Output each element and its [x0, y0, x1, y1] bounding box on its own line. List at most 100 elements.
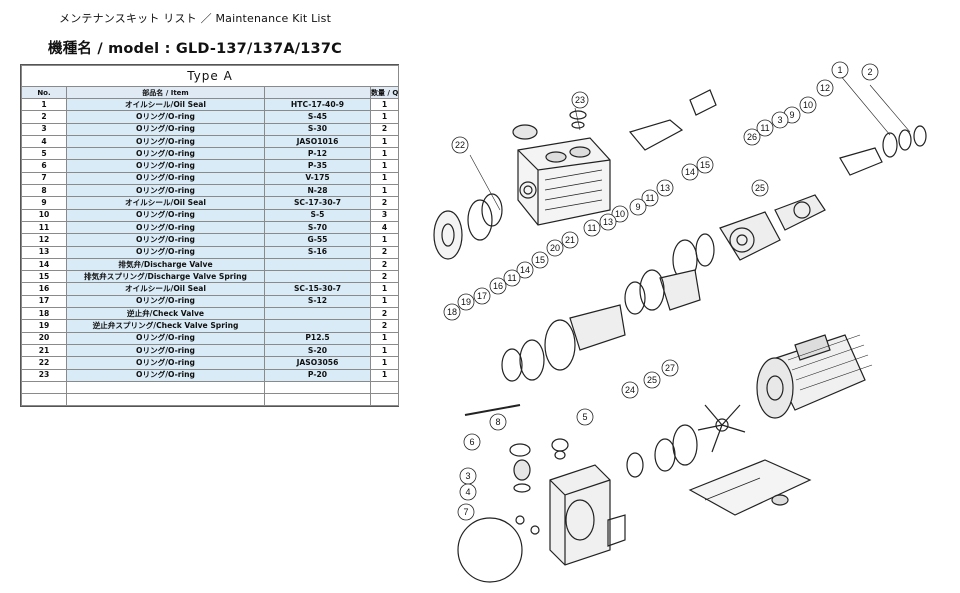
svg-text:13: 13 — [660, 183, 670, 193]
callout-18: 18 — [443, 303, 461, 321]
cell-qty: 2 — [369, 196, 400, 210]
cell-code: SC-15-30-7 — [264, 282, 371, 296]
cell-qty: 2 — [369, 245, 400, 259]
cell-qty: 1 — [369, 331, 400, 345]
cell-code: S-5 — [264, 208, 371, 222]
svg-text:16: 16 — [493, 281, 503, 291]
cell-name: Oリング/O-ring — [66, 171, 265, 186]
callout-12: 12 — [816, 79, 834, 97]
cell-code — [264, 307, 371, 321]
cell-qty: 1 — [369, 110, 400, 124]
svg-text:8: 8 — [495, 417, 500, 427]
callout-15b: 15 — [531, 251, 549, 269]
callout-24: 24 — [621, 381, 639, 399]
cell-qty: 2 — [369, 257, 400, 272]
callout-25b: 25 — [643, 371, 661, 389]
callout-23: 23 — [571, 91, 589, 109]
callout-10b: 10 — [611, 205, 629, 223]
cell-no: 12 — [21, 233, 67, 247]
svg-text:19: 19 — [461, 297, 471, 307]
callout-13: 13 — [656, 179, 674, 197]
cell-qty: 1 — [369, 97, 400, 112]
callout-26: 26 — [743, 128, 761, 146]
cell-name: Oリング/O-ring — [66, 245, 265, 259]
svg-text:10: 10 — [615, 209, 625, 219]
callout-9b: 9 — [629, 198, 647, 216]
cell-qty: 1 — [369, 184, 400, 198]
callout-21: 21 — [561, 231, 579, 249]
svg-text:4: 4 — [465, 487, 470, 497]
callout-7: 7 — [457, 503, 475, 521]
cell-code: SC-17-30-7 — [264, 196, 371, 210]
svg-text:3: 3 — [777, 115, 782, 125]
cell-qty: 4 — [369, 220, 400, 235]
cell-name: オイルシール/Oil Seal — [66, 97, 265, 112]
column-header-no: No. — [21, 86, 67, 99]
svg-text:11: 11 — [760, 123, 769, 133]
cell-no: 18 — [21, 307, 67, 321]
type-label: Type A — [20, 65, 400, 87]
cell-code — [264, 319, 371, 333]
cell-code: V-175 — [264, 171, 371, 186]
cell-qty: 1 — [369, 368, 400, 382]
cell-qty: 2 — [369, 319, 400, 333]
empty-row — [21, 393, 400, 407]
cell-qty: 1 — [369, 134, 400, 149]
cell-no: 21 — [21, 343, 67, 358]
pump-housing-top — [517, 137, 611, 226]
callout-11c: 11 — [583, 219, 601, 237]
model-line: 機種名 / model : GLD-137/137A/137C — [48, 41, 342, 57]
cell-name: Oリング/O-ring — [66, 159, 265, 173]
cell-no: 11 — [21, 220, 67, 235]
svg-text:2: 2 — [867, 67, 872, 77]
cell-no: 20 — [21, 331, 67, 345]
callout-6: 6 — [463, 433, 481, 451]
cell-qty: 2 — [369, 307, 400, 321]
base-plate — [688, 459, 812, 516]
svg-text:21: 21 — [565, 235, 575, 245]
cell-code: S-30 — [264, 122, 371, 136]
cell-qty: 1 — [369, 356, 400, 370]
cell-name: 排気弁/Discharge Valve — [66, 257, 265, 272]
cell-code: S-70 — [264, 220, 371, 235]
svg-text:14: 14 — [520, 265, 530, 275]
cell-no: 9 — [21, 196, 67, 210]
cell-name: Oリング/O-ring — [66, 368, 265, 382]
cell-name: Oリング/O-ring — [66, 184, 265, 198]
maintenance-kit-table: Type A No. 部品名 / Item 数量 / Q'ty 1オイルシール/… — [20, 64, 400, 408]
svg-text:3: 3 — [465, 471, 470, 481]
cell-no: 2 — [21, 110, 67, 124]
svg-text:11: 11 — [645, 193, 654, 203]
cell-code: G-55 — [264, 233, 371, 247]
svg-text:18: 18 — [447, 307, 457, 317]
callout-8: 8 — [489, 413, 507, 431]
cell-name: Oリング/O-ring — [66, 233, 265, 247]
cell-name: 逆止弁/Check Valve — [66, 307, 265, 321]
callout-2: 2 — [861, 63, 879, 81]
callout-11d: 11 — [503, 269, 521, 287]
cell-qty: 1 — [369, 147, 400, 161]
cell-name: Oリング/O-ring — [66, 343, 265, 358]
svg-text:25: 25 — [755, 183, 765, 193]
svg-text:12: 12 — [820, 83, 830, 93]
oil-cap — [512, 124, 538, 140]
callout-25: 25 — [751, 179, 769, 197]
cell-no: 6 — [21, 159, 67, 173]
cooling-fan — [697, 404, 746, 453]
callout-3: 3 — [771, 111, 789, 129]
document-title: メンテナンスキット リスト ／ Maintenance Kit List — [59, 12, 332, 25]
exploded-parts-diagram: 22 23 20 21 1 2 12 10 9 3 11 26 15 14 25… — [433, 61, 927, 583]
